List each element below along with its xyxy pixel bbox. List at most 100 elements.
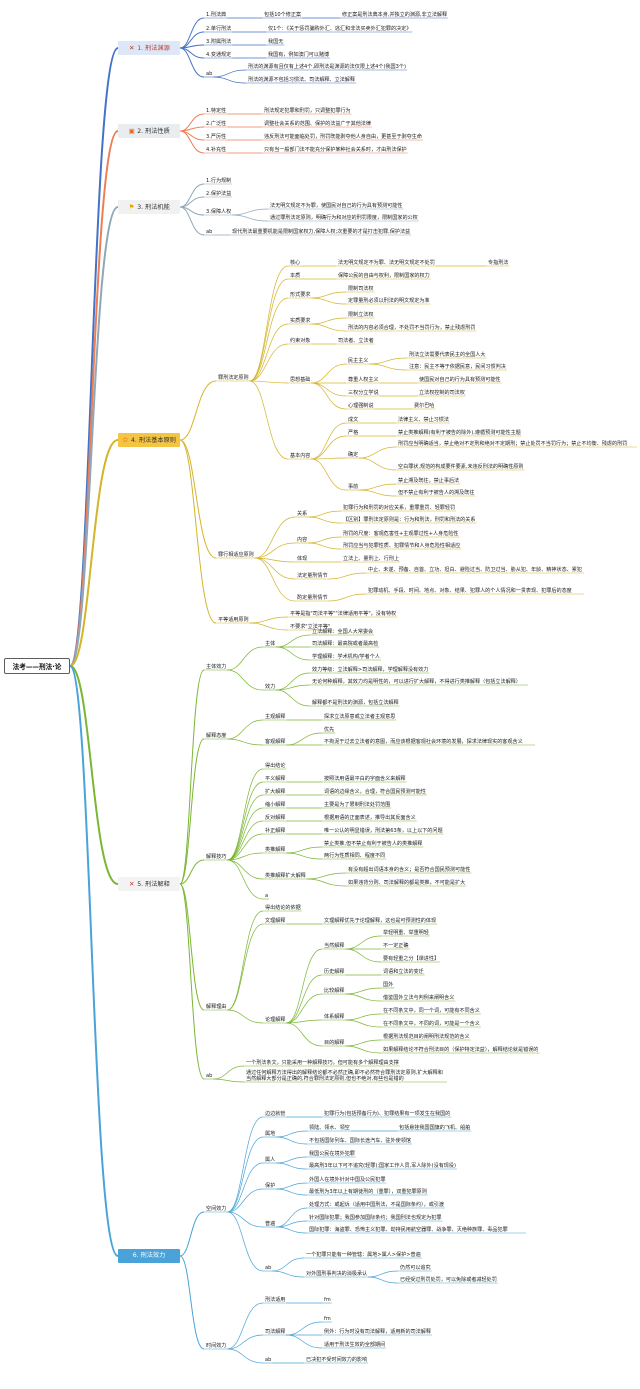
node-s5c2[interactable]: 扩大解释 bbox=[265, 789, 286, 795]
node-s5d2c[interactable]: 比较解释 bbox=[324, 988, 345, 994]
node-s4a6a1[interactable]: 刑法立法需要代表民主的全国人大 bbox=[409, 352, 486, 358]
node-s3d1[interactable]: 现代刑法最重要机能是限制国家权力,保障人权;次重要的才是打击犯罪,保护法益 bbox=[232, 229, 411, 235]
node-s4a6c[interactable]: 三权分立学说 bbox=[348, 390, 379, 396]
node-s4a3[interactable]: 形式要求 bbox=[290, 292, 311, 298]
node-s3a[interactable]: 1.行为规制 bbox=[206, 178, 232, 184]
node-s5c6a[interactable]: 禁止类推,但不禁止有利于被告人的类推解释 bbox=[324, 841, 423, 847]
node-s6a5[interactable]: 普遍 bbox=[265, 1221, 276, 1227]
node-s5d[interactable]: 解释理由 bbox=[206, 1004, 227, 1010]
node-s6b1[interactable]: 刑法适用 bbox=[265, 1297, 286, 1303]
node-s6a2a[interactable]: 领陆、领水、领空 bbox=[309, 1125, 350, 1131]
node-s6a4b[interactable]: 最低刑为3年以上有期徒刑的（重罪），双重犯罪原则 bbox=[309, 1189, 427, 1195]
node-s5a2a[interactable]: 效力等级：立法解释>司法解释，学理解释没有效力 bbox=[312, 667, 429, 673]
node-s2c[interactable]: 3.严厉性 bbox=[206, 134, 227, 140]
node-s4a[interactable]: 罪刑法定原则 bbox=[218, 375, 249, 381]
node-s5a1a[interactable]: 立法解释：全国人大常委会 bbox=[312, 629, 374, 635]
node-s6b2c[interactable]: 适用于刑法生效的全部期间 bbox=[324, 1342, 386, 1348]
node-s3c2[interactable]: 通过罪刑法定原则，明确行为和对应的刑罚限度，限制国家的公权 bbox=[270, 215, 418, 221]
node-s5a2c[interactable]: 解释都不是刑法的渊源，包括立法解释 bbox=[312, 700, 399, 706]
node-s4a6b[interactable]: 尊重人权主义 bbox=[348, 377, 379, 383]
node-s4c1[interactable]: 平等是指"司法平等""法律适用平等"，没有特权 bbox=[290, 611, 397, 617]
node-s4a6d[interactable]: 心理强制说 bbox=[348, 403, 374, 409]
node-s5b[interactable]: 解释态度 bbox=[206, 733, 227, 739]
node-s5d2a[interactable]: 当然解释 bbox=[324, 943, 345, 949]
node-s1d[interactable]: 4.变通规定 bbox=[206, 52, 232, 58]
node-s4b[interactable]: 罪行相适应原则 bbox=[218, 552, 254, 558]
node-s4b4[interactable]: 法定量刑情节 bbox=[297, 573, 328, 579]
node-s5d2c2[interactable]: 借鉴国外立法与判例来阐明含义 bbox=[383, 995, 455, 1001]
node-s5d2e[interactable]: 目的解释 bbox=[324, 1040, 345, 1046]
node-s1b[interactable]: 2.单行刑法 bbox=[206, 26, 232, 32]
section-s5[interactable]: ✕5. 刑法解释 bbox=[118, 877, 180, 891]
node-s4a6d1[interactable]: 费尔巴哈 bbox=[414, 403, 435, 409]
node-s5d0[interactable]: 得出结论的依据 bbox=[265, 905, 301, 911]
node-s4a7c1[interactable]: 刑罚应当明确适当，禁止绝对不定刑和绝对不定期刑；禁止处罚不当罚行为；禁止不均衡、… bbox=[398, 441, 628, 447]
node-s4a7a1[interactable]: 法律主义、禁止习惯法 bbox=[398, 417, 449, 423]
node-s5a2b[interactable]: 无论何种解释，其效力均是明性的，可以进行扩大解释，不得进行类推解释（包括立法解释… bbox=[312, 679, 521, 685]
node-s2d[interactable]: 4.补充性 bbox=[206, 147, 227, 153]
node-s1a1[interactable]: 包括10个修正案 bbox=[264, 12, 302, 18]
node-s2b1[interactable]: 调整社会关系的范围、保护的法益广于其他法律 bbox=[264, 121, 371, 127]
node-s4a5a[interactable]: 司法者、立法者 bbox=[338, 338, 374, 344]
node-s6a2b[interactable]: 不包括国际列车、国际长途汽车、驻外使领馆 bbox=[309, 1138, 411, 1144]
node-s6a4[interactable]: 保护 bbox=[265, 1183, 276, 1189]
node-s6a6b2[interactable]: 已经受过刑罚处罚，可以免除或者减轻处罚 bbox=[400, 1277, 497, 1283]
node-s6b2[interactable]: 司法解释 bbox=[265, 1329, 286, 1335]
node-s4a4[interactable]: 实质要求 bbox=[290, 318, 311, 324]
node-s4a7a[interactable]: 成文 bbox=[348, 417, 359, 423]
node-s4a4b[interactable]: 刑法的内容必须合理，不处罚不当罚行为，禁止残虐刑罚 bbox=[348, 325, 476, 331]
node-s5b2a[interactable]: 优先 bbox=[324, 727, 335, 733]
node-s5d2a2[interactable]: 不一定正确 bbox=[383, 943, 409, 949]
node-s5c3[interactable]: 缩小解释 bbox=[265, 802, 286, 808]
node-s5c2a[interactable]: 词语的边缘含义，合理，符合国民预测可能性 bbox=[324, 789, 426, 795]
node-s1e2[interactable]: 刑法的渊源不包括习惯法、司法解释、立法解释 bbox=[248, 77, 355, 83]
node-s4a5[interactable]: 约束对象 bbox=[290, 338, 311, 344]
node-s4a7c2[interactable]: 空白罪状,规范的构成要件要素,未违反刑法的明确性原则 bbox=[398, 464, 524, 470]
node-s3c1[interactable]: 法无明文规定不为罪，使国民对自己的行为具有预测可能性 bbox=[270, 203, 403, 209]
node-s5c6[interactable]: 类推解释 bbox=[265, 847, 286, 853]
node-s5c0[interactable]: 得出结论 bbox=[265, 763, 286, 769]
node-s5a[interactable]: 主体效力 bbox=[206, 664, 227, 670]
node-s5a1[interactable]: 主体 bbox=[265, 641, 276, 647]
node-s4b5a[interactable]: 犯罪动机、手段、时间、地点、对象、结果、犯罪人的个人情况和一贯表现、犯罪后的态度 bbox=[368, 588, 572, 594]
node-s1b1[interactable]: 仅1个：《关于惩罚骗购外汇、逃汇和非法买卖外汇犯罪的决定》 bbox=[268, 26, 412, 32]
node-s3d[interactable]: ab bbox=[206, 229, 213, 235]
node-s4a7[interactable]: 基本内容 bbox=[290, 453, 311, 459]
node-s5d2c1[interactable]: 国外 bbox=[383, 982, 394, 988]
node-s5b1a[interactable]: 探求立法原意或立法者主观意思 bbox=[324, 714, 396, 720]
node-s1c[interactable]: 3.附属刑法 bbox=[206, 39, 232, 45]
node-s4b1a[interactable]: 犯罪行为和刑罚的对应关系，重罪重罚、轻罪轻罚 bbox=[343, 505, 456, 511]
node-s4a1b[interactable]: 专指刑法 bbox=[488, 260, 509, 266]
node-s6a5a[interactable]: 处理方式：或起诉（适用中国刑法，不是国际条约），或引渡 bbox=[309, 1202, 444, 1208]
node-s4a6a2[interactable]: 注意：民主不等于依据民意，民间习惯判决 bbox=[409, 364, 506, 370]
node-s5d2d[interactable]: 体系解释 bbox=[324, 1014, 345, 1020]
node-s4b3[interactable]: 体现 bbox=[297, 556, 308, 562]
node-s6a1[interactable]: 边边就管 bbox=[265, 1111, 286, 1117]
section-s1[interactable]: ✕1. 刑法渊源 bbox=[118, 41, 180, 55]
node-s3c[interactable]: 3.保障人权 bbox=[206, 209, 232, 215]
node-s5c6b[interactable]: 两行为性质相同、程度不同 bbox=[324, 853, 386, 859]
node-s4a7d[interactable]: 事前 bbox=[348, 484, 359, 490]
node-s4a6b1[interactable]: 使国民对自己的行为具有预测可能性 bbox=[419, 377, 501, 383]
node-s6a3a[interactable]: 我国公民在境外犯罪 bbox=[309, 1151, 355, 1157]
node-s5c5[interactable]: 补正解释 bbox=[265, 828, 286, 834]
node-s4a1[interactable]: 核心 bbox=[290, 260, 301, 266]
node-s5c4a[interactable]: 根据用语的正面表述，推导出其反面含义 bbox=[324, 815, 416, 821]
node-s1e1[interactable]: 刑法的渊源有且仅有上述4个,即刑法是渊源的法仅限上述4个(我国3个) bbox=[248, 64, 406, 70]
node-s4a3a[interactable]: 限制司法权 bbox=[348, 286, 374, 292]
node-s4a1a[interactable]: 法无明文规定不为罪、法无明文规定不处罚 bbox=[338, 260, 435, 266]
node-s4a7b1[interactable]: 禁止类推解释(有利于被告的除外),遵循预测可能性主题 bbox=[398, 430, 521, 436]
node-s6a[interactable]: 空间效力 bbox=[206, 1206, 227, 1212]
node-s4b2b[interactable]: 刑罚应当与犯罪性质、犯罪情节和人身危险性相适应 bbox=[343, 543, 461, 549]
node-s4a7d1[interactable]: 禁止溯及既往，禁止事后法 bbox=[398, 478, 460, 484]
node-s5c8[interactable]: a bbox=[265, 893, 269, 899]
node-s5d2e1[interactable]: 根据刑法规范目的阐明刑法规范的含义 bbox=[383, 1034, 470, 1040]
node-s5e1[interactable]: 一个刑法条文，只能采用一种解释技巧，但可能有多个解释理由支撑 bbox=[246, 1060, 399, 1066]
node-s5a1b[interactable]: 司法解释：最高院或者最高检 bbox=[312, 641, 379, 647]
node-s5c7b[interactable]: 如果违背分则、司法解释的都是类推，不可能是扩大 bbox=[348, 880, 466, 886]
node-s4a2a[interactable]: 保障公民的自由与权利，限制国家的权力 bbox=[338, 273, 430, 279]
node-s5d2d1[interactable]: 在不同条文中，同一个词，可能有不同含义 bbox=[383, 1008, 480, 1014]
section-s6[interactable]: 6. 刑法效力 bbox=[118, 1249, 180, 1263]
node-s6b[interactable]: 时间效力 bbox=[206, 1343, 227, 1349]
node-s5b2b[interactable]: 不拘泥于过去立法者的意图，而应该根据客观社会环境的发展，探求法律现实的客观含义 bbox=[324, 739, 523, 745]
